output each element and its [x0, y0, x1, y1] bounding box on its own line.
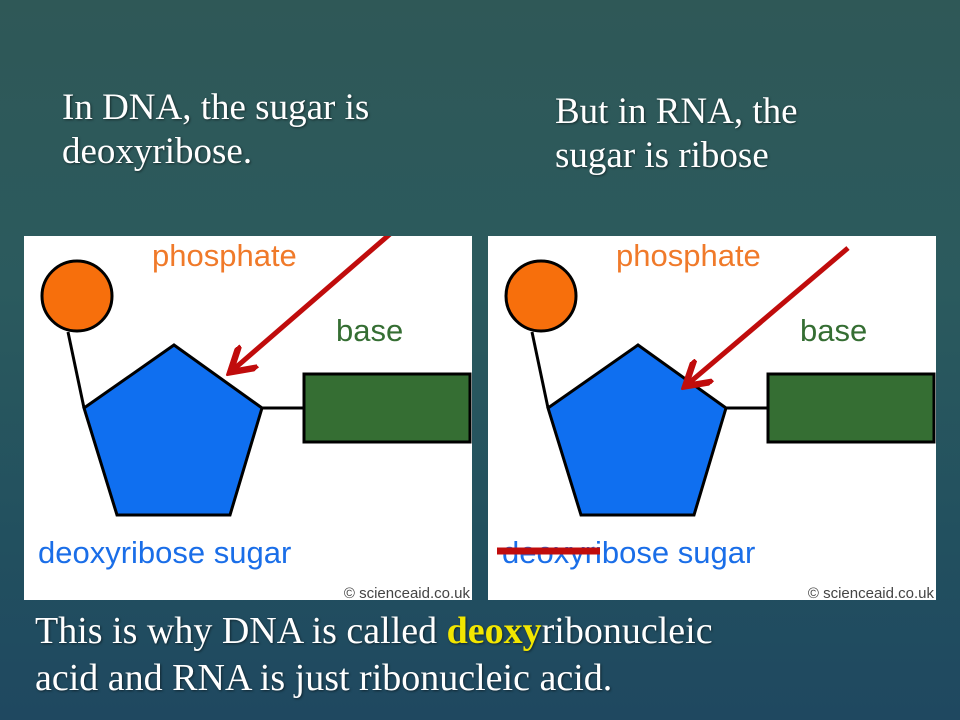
dna-caption-line2: deoxyribose. [62, 131, 253, 172]
rna-nucleotide-diagram: phosphate base deoxyribose sugar © scien… [488, 236, 936, 600]
rna-caption-line2: sugar is ribose [555, 135, 769, 176]
rna-caption-line1: But in RNA, the [555, 91, 798, 132]
rna-caption: But in RNA, the sugar is ribose [555, 90, 798, 178]
credit-label: © scienceaid.co.uk [344, 585, 471, 600]
credit-label: © scienceaid.co.uk [808, 585, 935, 600]
red-arrow [234, 236, 392, 369]
red-arrow [689, 246, 850, 383]
base-label: base [800, 313, 867, 348]
phosphate-circle [504, 259, 578, 333]
phosphate-bond [530, 331, 550, 409]
deoxy-highlight: deoxy [446, 610, 542, 652]
conclusion-pre: This is why DNA is called [35, 610, 447, 652]
base-rectangle [766, 372, 936, 444]
conclusion-line2: acid and RNA is just ribonucleic acid. [35, 657, 613, 699]
sugar-label: deoxyribose sugar [38, 535, 291, 570]
conclusion-line1: This is why DNA is called deoxyribonucle… [35, 608, 713, 655]
conclusion-post: ribonucleic [541, 610, 713, 652]
base-label: base [336, 313, 403, 348]
phosphate-label: phosphate [616, 238, 761, 273]
dna-caption-line1: In DNA, the sugar is [62, 87, 370, 128]
phosphate-bond [66, 331, 86, 409]
base-rectangle [302, 372, 472, 444]
sugar-pentagon [82, 343, 264, 517]
dna-caption: In DNA, the sugar is deoxyribose. [62, 86, 369, 174]
sugar-pentagon [546, 343, 728, 517]
dna-nucleotide-diagram: phosphate base deoxyribose sugar © scien… [24, 236, 472, 600]
phosphate-circle [40, 259, 114, 333]
conclusion-text: This is why DNA is called deoxyribonucle… [35, 608, 713, 702]
phosphate-label: phosphate [152, 238, 297, 273]
